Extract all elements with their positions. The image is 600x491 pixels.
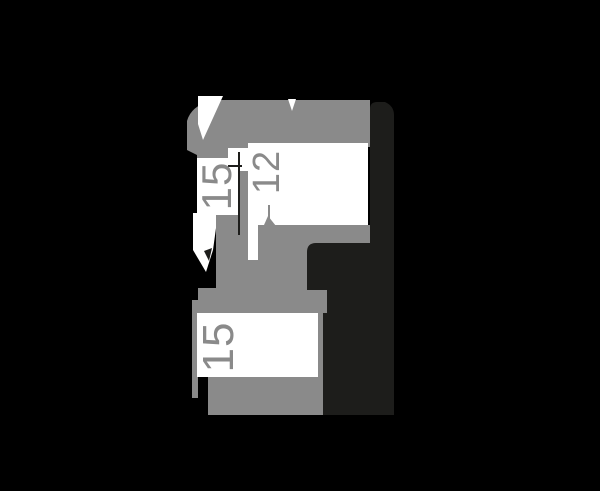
dimension-slot: [248, 143, 258, 260]
shadow-top-strip: [370, 102, 394, 246]
arrowhead-12: [260, 216, 276, 234]
dimension-label-top-15: 15: [193, 162, 240, 211]
dimension-callouts: [193, 96, 368, 377]
dimension-arrow-top: [198, 96, 223, 140]
dimension-label-bottom-15: 15: [194, 322, 243, 373]
arrowhead-mid-small: [204, 248, 212, 261]
profile-center-mass: [248, 225, 370, 245]
shadow-extrusion: [307, 102, 394, 415]
leader-line-12: [268, 205, 270, 219]
profile-top-notch: [288, 99, 296, 111]
shadow-bottom-block: [307, 243, 394, 415]
dimension-labels: 15 12 15: [193, 150, 288, 373]
dimension-box-bottom-15: [197, 313, 318, 377]
dimension-marks: [204, 152, 276, 261]
dimension-arrow-mid: [193, 213, 216, 272]
profile-middle-band: [216, 245, 327, 290]
tick-vertical: [238, 152, 240, 235]
profile-fin: [198, 288, 327, 313]
profile-extension-line: [192, 300, 198, 398]
dimension-label-12: 12: [246, 150, 288, 194]
profile-bottom-band: [208, 377, 323, 415]
profile-right-sliver: [318, 313, 323, 377]
tick-horizontal: [228, 165, 242, 167]
